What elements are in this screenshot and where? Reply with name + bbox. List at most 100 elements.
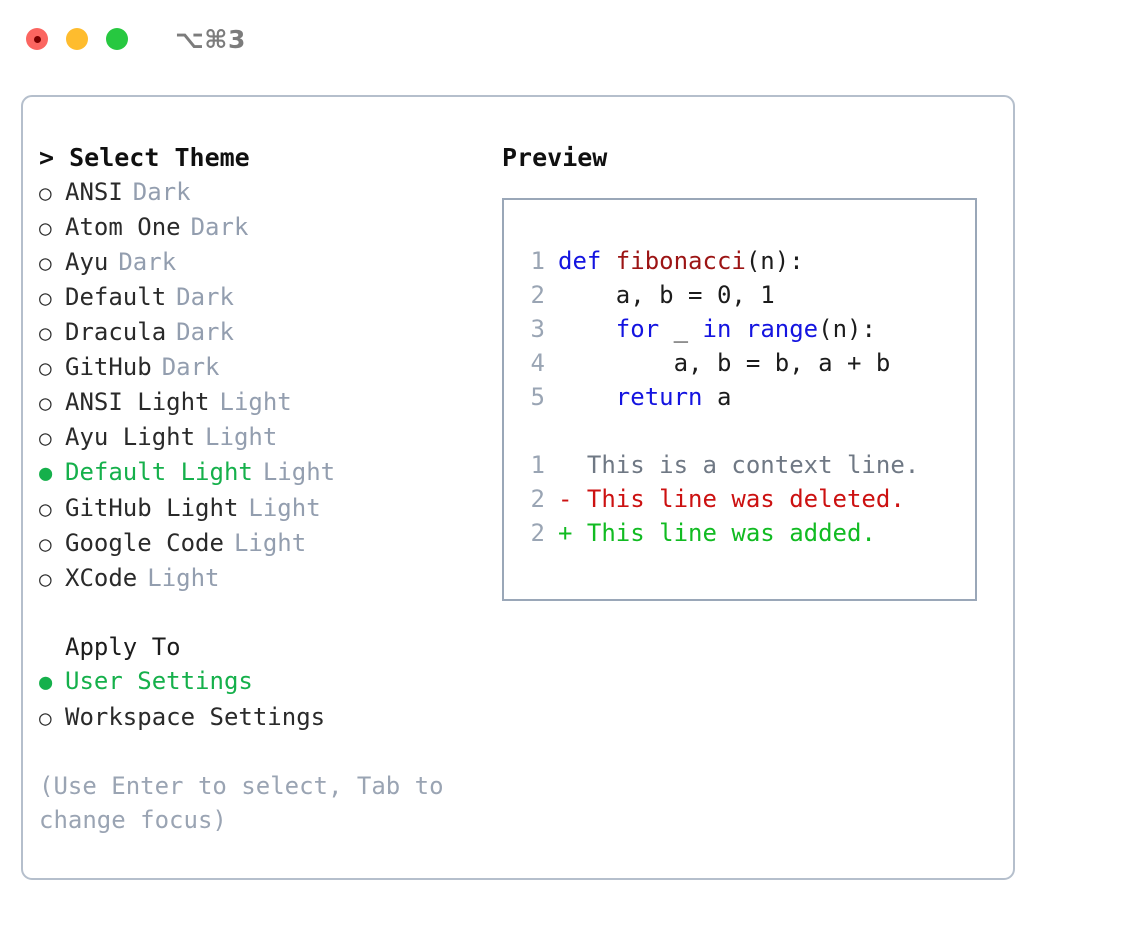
theme-variant-tag: Dark — [176, 283, 234, 311]
apply-to-heading: Apply To — [65, 633, 181, 661]
radio-unselected-icon: ○ — [39, 356, 52, 380]
theme-variant-tag: Light — [233, 529, 307, 557]
code-token: fibonacci — [615, 247, 746, 275]
preview-heading: Preview — [502, 143, 608, 172]
radio-unselected-icon: ○ — [39, 391, 52, 415]
theme-label: Default — [65, 283, 167, 311]
code-token: def — [558, 247, 616, 275]
line-number: 2 — [530, 485, 545, 513]
radio-unselected-icon: ○ — [39, 181, 52, 205]
code-token: range — [745, 315, 819, 343]
theme-variant-tag: Dark — [190, 213, 249, 241]
code-line: 3 for _ in range(n): — [504, 312, 975, 346]
keyboard-hint: (Use Enter to select, Tab to change focu… — [39, 772, 459, 834]
title-bar: ⌥⌘3 — [0, 0, 1140, 78]
theme-option-default[interactable]: ○ Default Dark — [39, 280, 479, 315]
radio-unselected-icon: ○ — [39, 426, 52, 450]
code-token: _ — [659, 315, 703, 343]
radio-unselected-icon: ○ — [39, 706, 52, 730]
theme-variant-tag: Light — [248, 494, 321, 522]
select-theme-heading: > Select Theme — [39, 143, 250, 172]
close-button[interactable] — [26, 28, 48, 50]
theme-option-atom-one[interactable]: ○ Atom One Dark — [39, 210, 479, 245]
code-line: 5 return a — [504, 380, 975, 414]
code-line: 2- This line was deleted. — [504, 482, 975, 516]
radio-selected-icon: ● — [39, 670, 53, 695]
minimize-button[interactable] — [66, 28, 88, 50]
theme-variant-tag: Dark — [176, 318, 234, 346]
line-number: 5 — [530, 383, 545, 411]
theme-option-github-light[interactable]: ○ GitHub Light Light — [39, 491, 479, 526]
theme-label: Default Light — [65, 458, 253, 486]
radio-unselected-icon: ○ — [39, 321, 52, 345]
window-controls — [26, 28, 128, 50]
theme-variant-tag: Light — [262, 458, 336, 486]
theme-label: ANSI Light — [65, 388, 210, 416]
code-token: This is a context line. — [558, 451, 920, 479]
line-number: 2 — [530, 281, 545, 309]
radio-unselected-icon: ○ — [39, 251, 52, 275]
close-icon — [33, 35, 41, 43]
code-line: 1 def fibonacci(n): — [504, 244, 975, 278]
line-number: 1 — [530, 451, 545, 479]
theme-variant-tag: Light — [147, 564, 220, 592]
theme-variant-tag: Dark — [161, 353, 220, 381]
theme-variant-tag: Light — [219, 388, 292, 416]
apply-to-list: ● User Settings ○ Workspace Settings — [39, 664, 479, 735]
apply-option-workspace-settings[interactable]: ○ Workspace Settings — [39, 700, 479, 735]
radio-unselected-icon: ○ — [39, 497, 52, 521]
apply-option-label: User Settings — [65, 667, 253, 695]
line-number: 3 — [530, 315, 545, 343]
apply-option-label: Workspace Settings — [65, 703, 326, 731]
diff-sample: 1 This is a context line.2- This line wa… — [504, 448, 975, 550]
theme-variant-tag: Dark — [132, 178, 191, 206]
code-token: (n): — [745, 247, 804, 275]
radio-unselected-icon: ○ — [39, 216, 52, 240]
code-token: a, b = b, a + b — [558, 349, 891, 377]
theme-label: Atom One — [65, 213, 181, 241]
theme-label: GitHub Light — [65, 494, 239, 522]
code-token: a, b = 0, 1 — [558, 281, 775, 309]
radio-unselected-icon: ○ — [39, 532, 52, 556]
shortcut-label: ⌥⌘3 — [175, 24, 246, 54]
code-token: return — [615, 383, 703, 411]
code-token — [558, 312, 616, 346]
code-token — [558, 380, 616, 414]
maximize-button[interactable] — [106, 28, 128, 50]
theme-label: Ayu — [65, 248, 109, 276]
theme-label: XCode — [65, 564, 138, 592]
theme-option-xcode[interactable]: ○ XCode Light — [39, 561, 479, 596]
theme-option-ansi[interactable]: ○ ANSI Dark — [39, 175, 479, 210]
code-token — [731, 312, 745, 346]
theme-option-github[interactable]: ○ GitHub Dark — [39, 350, 479, 385]
code-line: 2+ This line was added. — [504, 516, 975, 550]
theme-label: Google Code — [65, 529, 224, 557]
code-line: 2 a, b = 0, 1 — [504, 278, 975, 312]
theme-label: GitHub — [65, 353, 152, 381]
theme-label: Ayu Light — [65, 423, 196, 451]
radio-unselected-icon: ○ — [39, 286, 52, 310]
radio-unselected-icon: ○ — [39, 567, 52, 591]
code-token: (n): — [818, 315, 876, 343]
theme-label: ANSI — [65, 178, 123, 206]
radio-selected-icon: ● — [39, 461, 53, 486]
theme-option-ansi-light[interactable]: ○ ANSI Light Light — [39, 385, 479, 420]
theme-option-default-light[interactable]: ● Default Light Light — [39, 455, 479, 491]
line-number: 1 — [530, 247, 545, 275]
apply-option-user-settings[interactable]: ● User Settings — [39, 664, 479, 700]
code-line: 1 This is a context line. — [504, 448, 975, 482]
line-number: 4 — [530, 349, 545, 377]
theme-option-google-code[interactable]: ○ Google Code Light — [39, 526, 479, 561]
code-token: for — [615, 315, 660, 343]
line-number: 2 — [530, 519, 545, 547]
